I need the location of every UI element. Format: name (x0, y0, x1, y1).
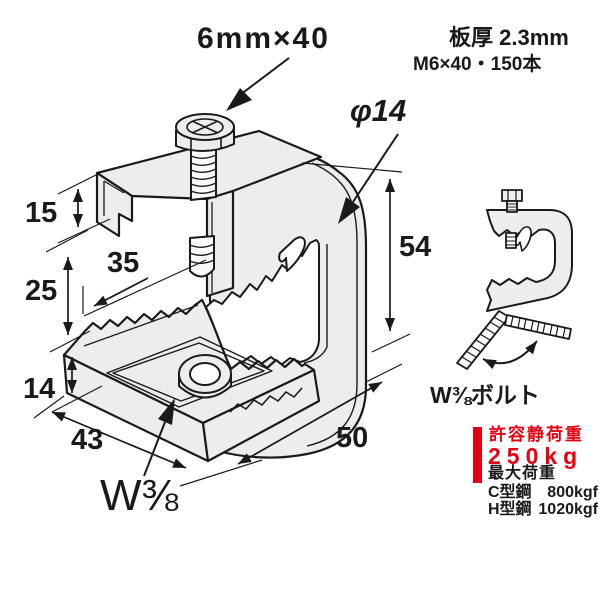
thread-leader (143, 421, 166, 477)
dim-25-label: 25 (25, 275, 58, 307)
swivel-arc-arrow (482, 340, 538, 370)
bolt-spec-label: 6mm×40 (197, 22, 330, 55)
side-view (456, 189, 573, 370)
thread-hole (189, 362, 221, 386)
bolt-spec-leader (239, 57, 290, 96)
max-load-title: 最大荷重 (488, 465, 557, 482)
hole-dia-arrowhead (338, 197, 360, 224)
max-load-row-h: H型鋼 1020kgf (488, 502, 598, 518)
dim-54-label: 54 (399, 231, 432, 263)
max-load-c-label: C型鋼 (488, 484, 532, 501)
plate-thickness-label: 板厚 2.3mm (449, 25, 569, 50)
dim-43-label: 43 (71, 424, 104, 456)
dim-15-label: 15 (25, 197, 58, 229)
side-bolt (501, 189, 523, 249)
hex-bolt (175, 113, 235, 278)
package-contents-label: M6×40・150本 (413, 54, 542, 75)
hole-diameter-label: φ14 (350, 93, 407, 128)
dimension-lines (33, 57, 411, 487)
max-load-row-c: C型鋼 800kgf (488, 485, 598, 501)
allowable-static-load-title: 許容静荷重 (489, 425, 584, 444)
swivel-bolt-label: W⅜ボルト (430, 382, 540, 408)
rating-accent-bar (473, 427, 482, 483)
bolt-spec-arrowhead (226, 88, 252, 111)
swivel-rod-down (456, 310, 510, 370)
thread-arrowhead (158, 398, 175, 425)
allowable-static-load-value: 250kg (488, 443, 584, 469)
thread-size-label: W⅜ (100, 471, 179, 520)
hole-dia-leader (352, 133, 399, 203)
max-load-h-label: H型鋼 (488, 501, 532, 518)
dim-43-arrow (51, 411, 187, 469)
plate-left-flange (95, 171, 134, 238)
max-load-c-value: 800kgf (547, 484, 598, 501)
swivel-rod-horizontal (504, 314, 572, 340)
dim-14-label: 14 (23, 373, 56, 405)
jaw-fang (278, 236, 306, 272)
dim-35-label: 35 (107, 247, 140, 279)
base-emboss (106, 336, 273, 408)
dim-35-leader (93, 277, 149, 307)
dim-50-arrow (237, 381, 383, 465)
max-load-h-value: 1020kgf (538, 501, 598, 518)
dim-50-label: 50 (336, 422, 369, 454)
side-body (486, 209, 573, 312)
bolt-shank-lower (189, 235, 215, 278)
